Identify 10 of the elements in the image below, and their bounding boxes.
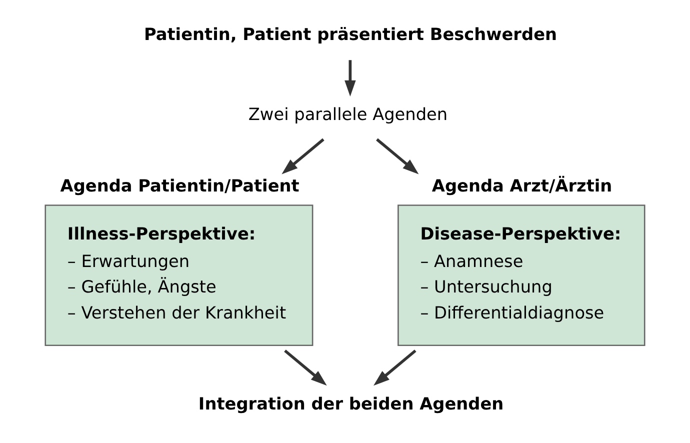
arrow <box>284 350 327 386</box>
node-text: Patientin, Patient präsentiert Beschwerden <box>144 24 557 44</box>
arrow <box>344 60 356 96</box>
node-label: Agenda Arzt/Ärztin <box>432 176 612 196</box>
node-text: Zwei parallele Agenden <box>248 104 448 124</box>
arrow <box>374 350 416 386</box>
arrow <box>282 138 324 174</box>
node-label: Agenda Patientin/Patient <box>60 176 300 196</box>
node-text: Integration der beiden Agenden <box>198 393 504 414</box>
arrow <box>376 138 419 174</box>
